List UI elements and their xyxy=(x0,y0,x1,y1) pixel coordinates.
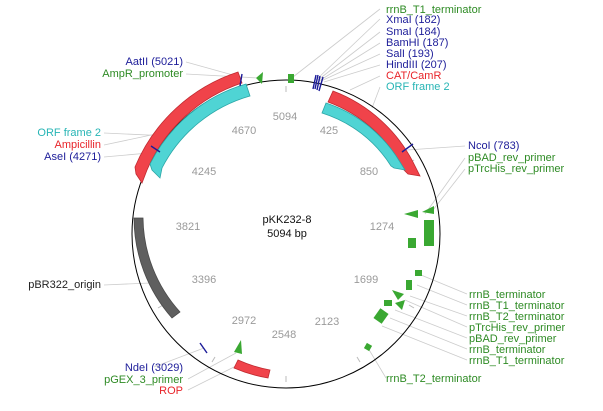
label-hindiii[interactable]: HindIII (207) xyxy=(386,59,447,71)
tick-label-3396: 3396 xyxy=(192,274,216,286)
label-ncoi[interactable]: NcoI (783) xyxy=(468,140,519,152)
label-orf-frame-2-left[interactable]: ORF frame 2 xyxy=(37,127,101,139)
ptrchis-rev-primer-1-mark[interactable] xyxy=(422,206,434,214)
label-ptrchis-rev-primer-2[interactable]: pTrcHis_rev_primer xyxy=(469,322,566,334)
label-bamhi[interactable]: BamHI (187) xyxy=(386,37,448,49)
label-orf-frame-2-right[interactable]: ORF frame 2 xyxy=(386,81,450,93)
label-sali[interactable]: SalI (193) xyxy=(386,48,434,60)
label-rrnb-t1-terminator-1[interactable]: rrnB_T1_terminator xyxy=(469,300,565,312)
label-ampicillin[interactable]: Ampicillin xyxy=(55,139,101,151)
green-feature-marks xyxy=(234,72,434,354)
orf-frame-2-left-arc[interactable] xyxy=(149,83,251,179)
tick-label-425: 425 xyxy=(320,125,338,137)
rrnb-block-a[interactable] xyxy=(424,220,434,246)
label-aatii[interactable]: AatII (5021) xyxy=(126,56,183,68)
tick-label-2123: 2123 xyxy=(315,316,339,328)
tick-labels: 425 850 1274 1699 2123 2548 2972 3396 38… xyxy=(176,111,394,341)
ndei-site[interactable] xyxy=(199,342,208,354)
tick-label-2972: 2972 xyxy=(232,315,256,327)
tick-label-4670: 4670 xyxy=(232,125,256,137)
pbad-rev-primer-2-mark[interactable] xyxy=(395,300,405,310)
asei-site[interactable] xyxy=(150,145,161,153)
pgex-3-primer-mark[interactable] xyxy=(234,340,242,354)
rrnb-block-c[interactable] xyxy=(415,270,422,276)
rrnb-block-f[interactable] xyxy=(373,308,389,324)
label-pbad-rev-primer-2[interactable]: pBAD_rev_primer xyxy=(469,333,557,345)
rrnb-block-e[interactable] xyxy=(384,300,392,306)
label-pbr322-origin[interactable]: pBR322_origin xyxy=(28,279,101,291)
orf-frame-2-right-arc[interactable] xyxy=(321,102,406,171)
tick-label-1699: 1699 xyxy=(354,274,378,286)
label-rrnb-terminator-1[interactable]: rrnB_terminator xyxy=(469,289,546,301)
label-ampr-promoter[interactable]: AmpR_promoter xyxy=(102,68,183,80)
ncoi-site[interactable] xyxy=(401,143,414,153)
label-rrnb-t1-top[interactable]: rrnB_T1_terminator xyxy=(386,4,482,16)
ptrchis-rev-primer-2-mark[interactable] xyxy=(392,290,404,300)
rrnb-block-g[interactable] xyxy=(363,342,373,352)
pbr322-origin-arc[interactable] xyxy=(133,217,181,319)
label-cat-camr[interactable]: CAT/CamR xyxy=(386,70,441,82)
tick-label-1274: 1274 xyxy=(370,221,394,233)
tick-label-3821: 3821 xyxy=(176,221,200,233)
tick-label-4245: 4245 xyxy=(192,166,216,178)
plasmid-name: pKK232-8 xyxy=(263,214,312,226)
label-pgex-3-primer[interactable]: pGEX_3_primer xyxy=(104,374,183,386)
rrnb-block-d[interactable] xyxy=(406,280,412,290)
tick-label-850: 850 xyxy=(360,166,378,178)
label-xmai[interactable]: XmaI (182) xyxy=(386,14,440,26)
mcs-site-2[interactable] xyxy=(314,74,319,90)
rop-arc[interactable] xyxy=(233,359,271,379)
ampicillin-arc[interactable] xyxy=(134,71,243,184)
mcs-site-4[interactable] xyxy=(318,76,324,92)
mcs-site-3[interactable] xyxy=(316,75,321,91)
ampr-promoter-mark[interactable] xyxy=(256,72,263,84)
tick-label-2548: 2548 xyxy=(272,329,296,341)
label-rrnb-t1-terminator-2[interactable]: rrnB_T1_terminator xyxy=(469,355,565,367)
label-rop[interactable]: ROP xyxy=(159,385,183,397)
restriction-site-ticks xyxy=(150,73,414,354)
label-rrnb-t2-terminator-bottom[interactable]: rrnB_T2_terminator xyxy=(386,373,482,385)
label-rrnb-terminator-2[interactable]: rrnB_terminator xyxy=(469,344,546,356)
label-smai[interactable]: SmaI (184) xyxy=(386,26,440,38)
label-pbad-rev-primer-1[interactable]: pBAD_rev_primer xyxy=(468,152,556,164)
cat-camr-arc[interactable] xyxy=(327,90,421,177)
label-ptrchis-rev-primer-1[interactable]: pTrcHis_rev_primer xyxy=(468,163,565,175)
label-asei[interactable]: AseI (4271) xyxy=(44,151,101,163)
rrnb-block-b[interactable] xyxy=(408,238,416,248)
plasmid-size: 5094 bp xyxy=(267,228,307,240)
rrnb-t1-top-mark[interactable] xyxy=(288,74,294,83)
pbad-rev-primer-1-mark[interactable] xyxy=(404,210,418,218)
label-ndei[interactable]: NdeI (3029) xyxy=(125,362,183,374)
aatii-site[interactable] xyxy=(239,73,243,87)
label-rrnb-t2-terminator-1[interactable]: rrnB_T2_terminator xyxy=(469,311,565,323)
mcs-site-1[interactable] xyxy=(312,74,317,90)
plasmid-backbone xyxy=(131,79,441,389)
tick-label-5094: 5094 xyxy=(273,111,297,123)
